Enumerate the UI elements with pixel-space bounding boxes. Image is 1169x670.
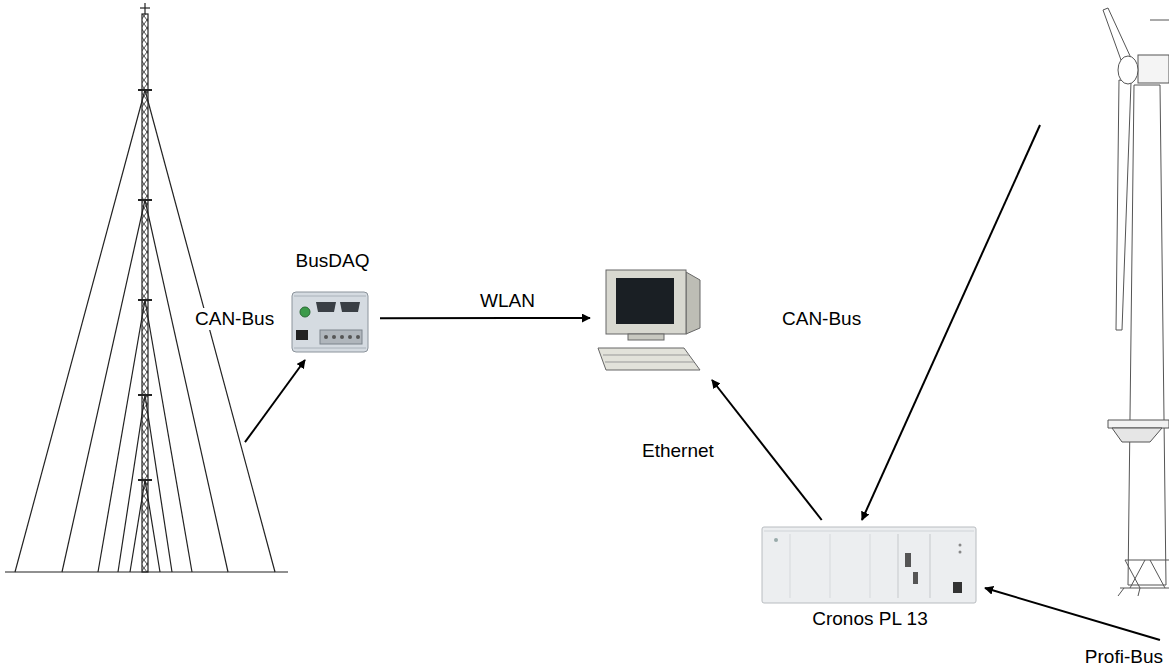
mast-platform (138, 89, 152, 91)
rotor-blade-edge (1150, 20, 1169, 21)
foundation-line (1150, 560, 1165, 588)
turbine-platform (1112, 428, 1162, 442)
guy-wire (130, 480, 145, 572)
met-mast (10, 5, 245, 575)
device-label: Cronos PL 13 (812, 608, 927, 630)
foundation-line (1120, 588, 1169, 589)
guy-wire (62, 200, 145, 572)
bus-connector (712, 380, 822, 520)
keyboard (598, 348, 700, 370)
terminal-strip (320, 330, 362, 344)
rotor-blade (1116, 80, 1131, 330)
pc-computer (590, 262, 715, 380)
turbine-platform (1108, 420, 1169, 428)
module-slot (830, 534, 831, 598)
foundation-line (1118, 588, 1124, 596)
mast-platform (138, 394, 152, 396)
device-label: BusDAQ (296, 250, 370, 272)
guy-wire (145, 90, 275, 572)
guy-wire (145, 480, 160, 572)
turbine-tower (1128, 85, 1166, 585)
housing-fin (294, 296, 366, 297)
cronos-device: Cronos PL 13 (755, 520, 985, 630)
rotor-blade (1103, 8, 1131, 60)
rj45-port (296, 330, 308, 340)
mast-platform (138, 479, 152, 481)
status-led (959, 551, 962, 554)
bus-label: Ethernet (640, 440, 716, 462)
rack-edge (764, 531, 974, 532)
module-connector (905, 553, 911, 567)
nacelle (1138, 55, 1169, 83)
terminal-dot (348, 335, 352, 339)
rack-logo (774, 538, 778, 542)
terminal-dot (324, 335, 328, 339)
foundation-line (1130, 560, 1145, 588)
terminal-dot (356, 335, 360, 339)
power-switch (953, 582, 962, 593)
module-slot (930, 534, 931, 598)
bus-connector (245, 360, 305, 442)
device-housing (292, 292, 368, 352)
mast-platform (138, 199, 152, 201)
bus-connector (985, 588, 1160, 640)
sub-d-connector (316, 302, 336, 312)
wind-turbine (1040, 5, 1169, 640)
terminal-dot (332, 335, 336, 339)
foundation-line (1125, 560, 1169, 561)
housing-fin (294, 348, 366, 349)
guy-wire (145, 300, 192, 572)
bus-label: CAN-Bus (780, 308, 863, 330)
bus-connector (862, 125, 1040, 520)
monitor-side (686, 272, 700, 334)
guy-wire (118, 395, 145, 572)
guy-wire (15, 90, 145, 572)
busdaq-device: BusDAQ (285, 250, 380, 360)
foundation-line (1138, 588, 1140, 596)
monitor-stand (628, 334, 664, 340)
monitor-case (606, 270, 686, 334)
busdaq-picture (292, 292, 368, 352)
module-slot (790, 534, 791, 598)
bus-label: WLAN (478, 290, 537, 312)
terminal-dot (340, 335, 344, 339)
rotor-hub (1118, 56, 1138, 84)
guy-wire (145, 200, 228, 572)
met-mast-drawing (5, 3, 288, 572)
guy-wire (98, 300, 145, 572)
keyboard-keys (605, 362, 694, 363)
bus-label: Profi-Bus (1083, 646, 1165, 668)
sub-d-connector (340, 302, 360, 312)
monitor-screen (616, 278, 674, 324)
antenna (140, 7, 150, 8)
status-led (959, 544, 962, 547)
keyboard-keys (603, 355, 689, 356)
wind-turbine-drawing (1103, 8, 1169, 596)
guy-wire (145, 395, 172, 572)
bus-connector (380, 317, 590, 319)
mast-platform (138, 299, 152, 301)
computer-picture (598, 270, 700, 370)
module-slot (898, 534, 899, 598)
module-connector (913, 572, 918, 584)
rack-housing (762, 527, 976, 603)
cronos-picture (762, 527, 976, 603)
module-slot (870, 534, 871, 598)
power-button (300, 307, 310, 317)
bus-label: CAN-Bus (193, 308, 276, 330)
